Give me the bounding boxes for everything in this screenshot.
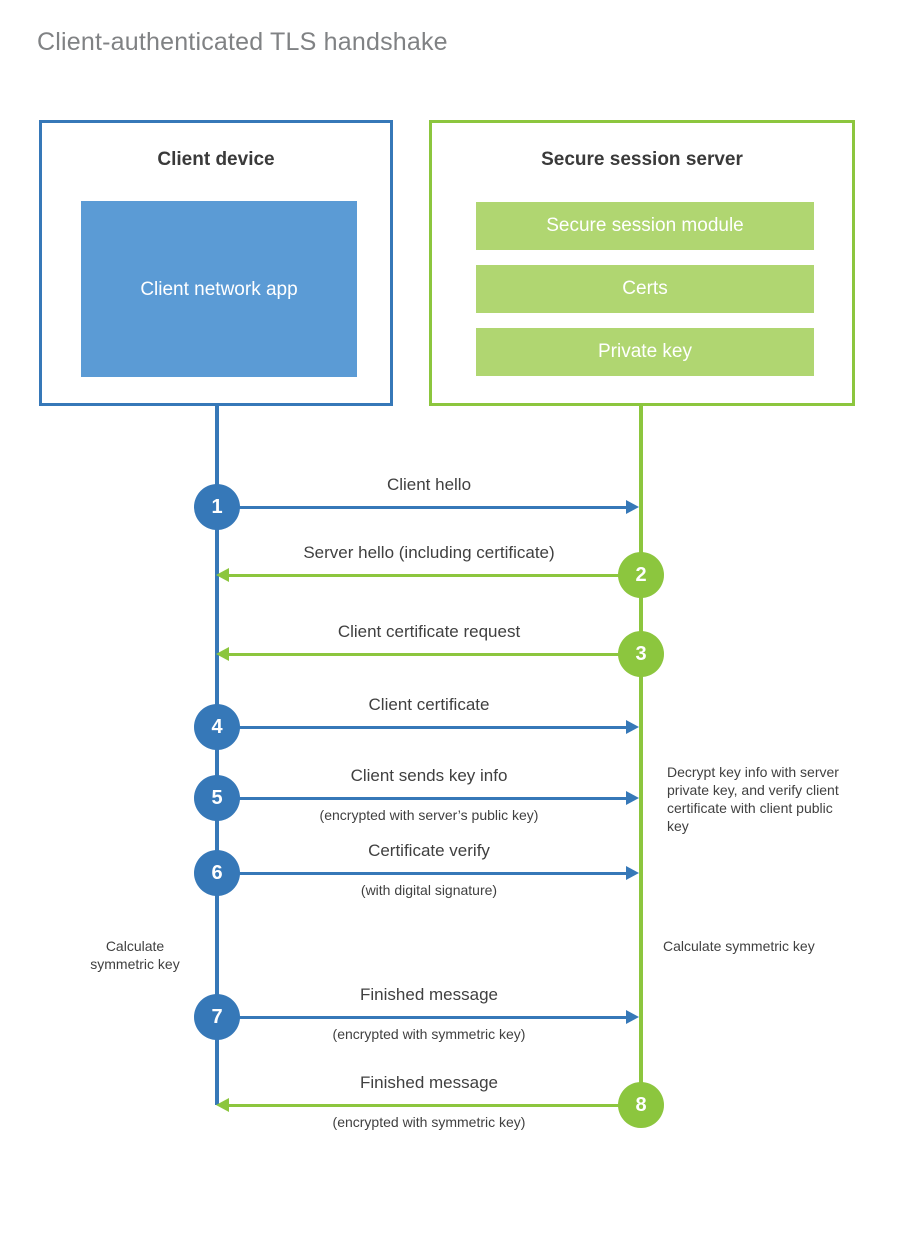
client-network-app-block: Client network app	[81, 201, 357, 377]
message-label-5: Client sends key info	[350, 766, 508, 785]
arrow-head-right-icon	[626, 866, 639, 880]
step-circle-4[interactable]: 4	[194, 704, 240, 750]
message-label-1: Client hello	[386, 475, 472, 494]
annotation-client-calculate-symmetric-key: Calculate symmetric key	[90, 938, 180, 972]
message-label-6: Certificate verify	[368, 841, 490, 860]
message-sublabel-6: (with digital signature)	[360, 882, 498, 898]
message-line-4	[217, 726, 626, 729]
server-component-certs: Certs	[476, 265, 814, 313]
arrow-head-left-icon	[216, 568, 229, 582]
step-circle-3[interactable]: 3	[618, 631, 664, 677]
message-label-2: Server hello (including certificate)	[303, 543, 555, 562]
message-label-3: Client certificate request	[337, 622, 521, 641]
annotation-server-calculate-symmetric-key: Calculate symmetric key	[663, 938, 815, 954]
message-line-6	[217, 872, 626, 875]
step-circle-2[interactable]: 2	[618, 552, 664, 598]
arrow-head-left-icon	[216, 1098, 229, 1112]
secure-session-server-title: Secure session server	[541, 149, 743, 170]
arrow-head-right-icon	[626, 1010, 639, 1024]
message-sublabel-7: (encrypted with symmetric key)	[332, 1026, 526, 1042]
message-line-2	[229, 574, 641, 577]
client-lifeline	[215, 405, 219, 1105]
step-circle-6[interactable]: 6	[194, 850, 240, 896]
message-sublabel-8: (encrypted with symmetric key)	[332, 1114, 526, 1130]
server-component-private-key: Private key	[476, 328, 814, 376]
message-label-8: Finished message	[360, 1073, 498, 1092]
step-circle-5[interactable]: 5	[194, 775, 240, 821]
annotation-server-decrypt: Decrypt key info with server private key…	[667, 764, 839, 834]
step-circle-1[interactable]: 1	[194, 484, 240, 530]
message-label-7: Finished message	[360, 985, 498, 1004]
step-circle-8[interactable]: 8	[618, 1082, 664, 1128]
message-line-5	[217, 797, 626, 800]
arrow-head-right-icon	[626, 500, 639, 514]
arrow-head-right-icon	[626, 791, 639, 805]
message-line-7	[217, 1016, 626, 1019]
message-line-8	[229, 1104, 641, 1107]
message-line-1	[217, 506, 626, 509]
secure-session-server-box: Secure session server Secure session mod…	[429, 120, 855, 406]
step-circle-7[interactable]: 7	[194, 994, 240, 1040]
server-component-secure-session-module: Secure session module	[476, 202, 814, 250]
page-title: Client-authenticated TLS handshake	[37, 28, 448, 56]
message-line-3	[229, 653, 641, 656]
server-lifeline	[639, 405, 643, 1105]
message-sublabel-5: (encrypted with server’s public key)	[319, 807, 539, 823]
client-device-box: Client device Client network app	[39, 120, 393, 406]
message-label-4: Client certificate	[368, 695, 490, 714]
arrow-head-right-icon	[626, 720, 639, 734]
arrow-head-left-icon	[216, 647, 229, 661]
client-device-title: Client device	[157, 149, 275, 170]
